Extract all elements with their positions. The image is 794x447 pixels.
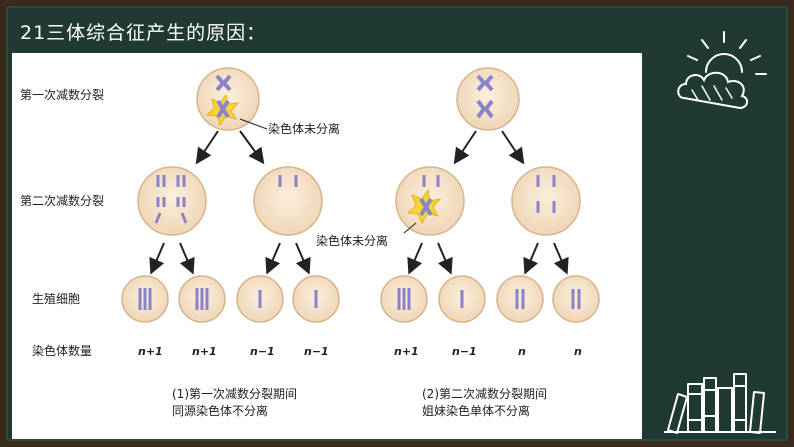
gamete-cell — [178, 275, 226, 323]
row-label-chromosome-count: 染色体数量 — [32, 343, 92, 358]
gamete-cell — [121, 275, 169, 323]
count-label: n+1 — [138, 345, 163, 358]
right-caption-line1: (2)第二次减数分裂期间 — [422, 386, 547, 401]
left-m2-cell-extra — [137, 166, 207, 236]
count-label: n — [518, 345, 526, 358]
arrow — [501, 130, 525, 165]
count-label: n−1 — [250, 345, 275, 358]
arrow — [453, 130, 477, 165]
arrow — [295, 242, 311, 275]
gamete-cell — [380, 275, 428, 323]
left-parent-cell — [196, 67, 260, 131]
gamete-cell — [438, 275, 486, 323]
arrow — [239, 130, 265, 165]
row-label-meiosis2: 第二次减数分裂 — [20, 193, 104, 208]
gamete-cell — [236, 275, 284, 323]
left-m2-cell-missing — [253, 166, 323, 236]
right-m2-cell-normal — [511, 166, 581, 236]
arrow — [437, 242, 453, 275]
nondisjunction-pointer-left — [239, 118, 268, 130]
left-caption-line2: 同源染色体不分离 — [172, 403, 268, 418]
gamete-cell — [496, 275, 544, 323]
arrow — [407, 242, 423, 275]
arrow — [553, 242, 569, 275]
count-label: n−1 — [452, 345, 477, 358]
count-label: n+1 — [192, 345, 217, 358]
right-caption-line2: 姐妹染色单体不分离 — [422, 403, 530, 418]
arrow — [523, 242, 539, 275]
diagram-panel: 第一次减数分裂 第二次减数分裂 生殖细胞 染色体数量 染色体未分离 — [12, 53, 642, 439]
slide-title: 21三体综合征产生的原因： — [20, 22, 267, 44]
gamete-cell — [292, 275, 340, 323]
gamete-cell — [552, 275, 600, 323]
row-label-gametes: 生殖细胞 — [32, 291, 80, 306]
arrow — [179, 242, 195, 275]
count-label: n+1 — [394, 345, 419, 358]
right-parent-cell — [456, 67, 520, 131]
left-caption-line1: (1)第一次减数分裂期间 — [172, 386, 297, 401]
arrow — [149, 242, 165, 275]
count-label: n — [574, 345, 582, 358]
books-icon — [660, 370, 780, 440]
row-label-meiosis1: 第一次减数分裂 — [20, 87, 104, 102]
arrow — [195, 130, 219, 165]
meiosis-diagram: 第一次减数分裂 第二次减数分裂 生殖细胞 染色体数量 染色体未分离 — [20, 67, 600, 418]
sun-cloud-icon — [672, 28, 777, 122]
nondisjunction-label-right: 染色体未分离 — [316, 233, 388, 248]
nondisjunction-pointer-right — [403, 222, 417, 234]
right-m2-cell-nondisjunction — [395, 166, 465, 236]
nondisjunction-label-left: 染色体未分离 — [268, 121, 340, 136]
arrow — [265, 242, 281, 275]
count-label: n−1 — [304, 345, 329, 358]
